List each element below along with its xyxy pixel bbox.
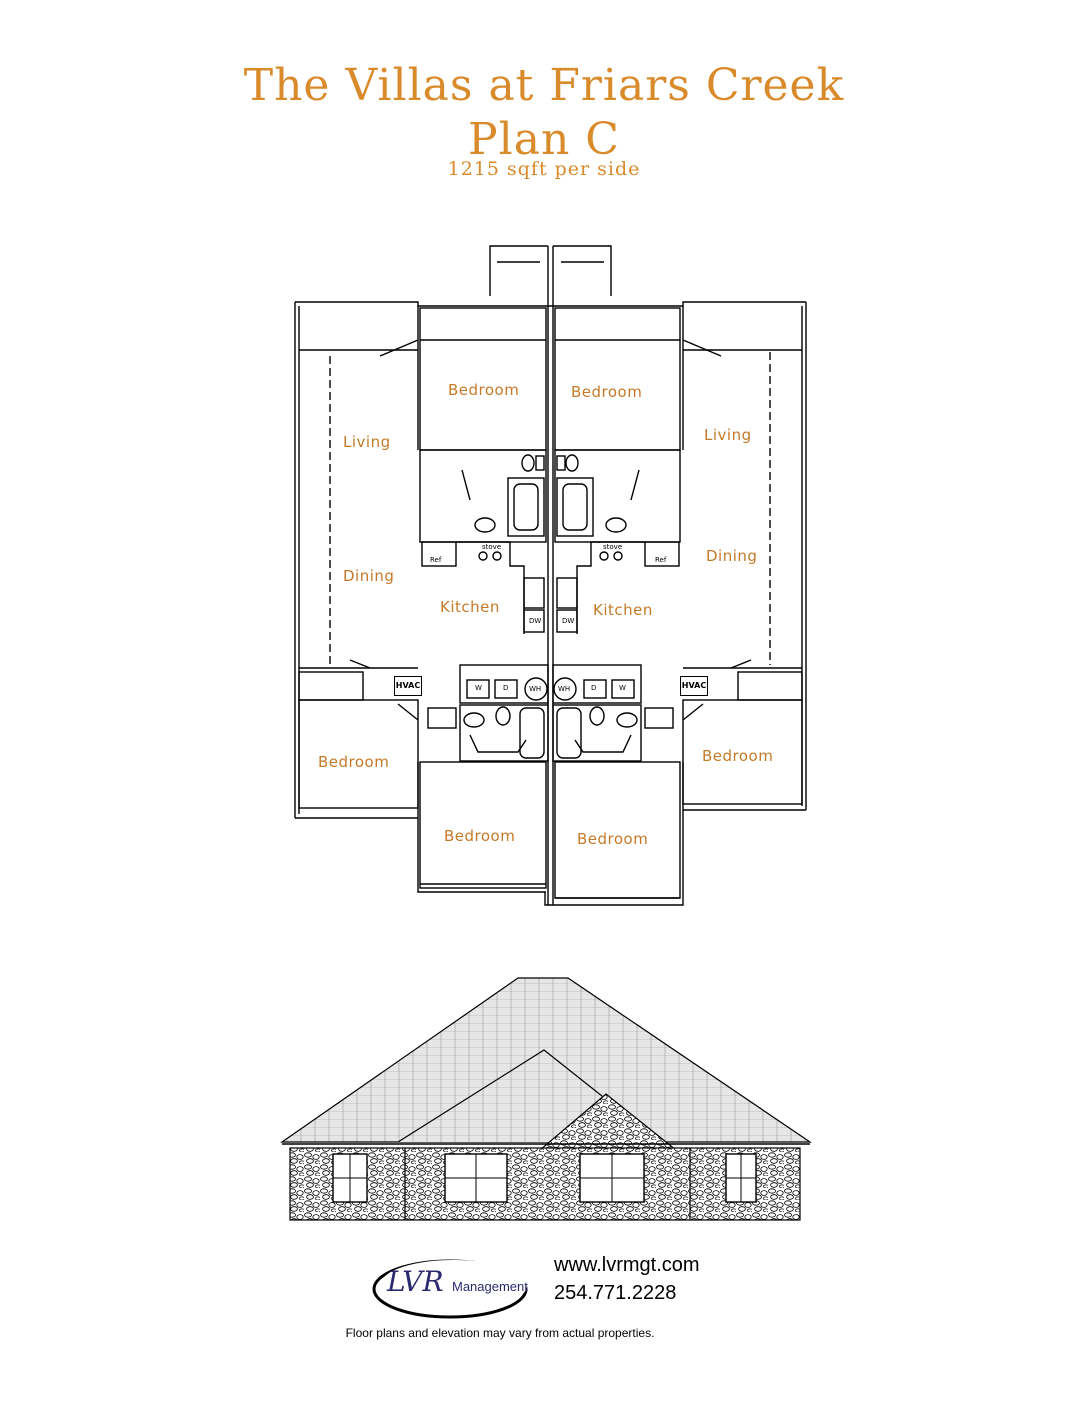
- dryer-left: D: [503, 684, 509, 692]
- refrigerator-left: Ref: [430, 556, 442, 564]
- room-label-right-living: Living: [704, 426, 752, 444]
- logo-subtext: Management: [452, 1279, 528, 1294]
- hvac-unit-right: HVAC: [680, 676, 708, 696]
- dishwasher-left: DW: [529, 617, 542, 625]
- washer-right: W: [619, 684, 626, 692]
- stove-left: stove: [482, 543, 502, 551]
- stove-right: stove: [603, 543, 623, 551]
- website-link[interactable]: www.lvrmgt.com: [554, 1254, 700, 1276]
- floor-plan-drawing: [294, 245, 807, 906]
- water-heater-left: WH: [529, 685, 542, 693]
- room-label-right-kitchen: Kitchen: [593, 601, 653, 619]
- room-label-right-bedroom-side: Bedroom: [702, 747, 774, 765]
- room-label-left-bedroom-side: Bedroom: [318, 753, 390, 771]
- room-label-left-kitchen: Kitchen: [440, 598, 500, 616]
- washer-left: W: [475, 684, 482, 692]
- room-label-right-dining: Dining: [706, 547, 758, 565]
- page-title: The Villas at Friars Creek: [243, 60, 845, 111]
- room-label-left-bedroom-top: Bedroom: [448, 381, 520, 399]
- front-elevation-drawing: [280, 977, 812, 1221]
- plan-sqft: 1215 sqft per side: [447, 158, 641, 180]
- room-label-left-living: Living: [343, 433, 391, 451]
- room-label-right-bedroom-top: Bedroom: [571, 383, 643, 401]
- room-label-left-dining: Dining: [343, 567, 395, 585]
- lvr-logo-swoosh-icon: [372, 1259, 528, 1319]
- logo-text: LVR: [387, 1265, 444, 1298]
- dryer-right: D: [591, 684, 597, 692]
- phone-number[interactable]: 254.771.2228: [554, 1282, 677, 1304]
- plan-name: Plan C: [468, 114, 620, 165]
- water-heater-right: WH: [558, 685, 571, 693]
- dishwasher-right: DW: [562, 617, 575, 625]
- room-label-right-bedroom-bottom: Bedroom: [577, 830, 649, 848]
- refrigerator-right: Ref: [655, 556, 667, 564]
- hvac-unit-left: HVAC: [394, 676, 422, 696]
- room-label-left-bedroom-bottom: Bedroom: [444, 827, 516, 845]
- disclaimer-text: Floor plans and elevation may vary from …: [345, 1326, 655, 1340]
